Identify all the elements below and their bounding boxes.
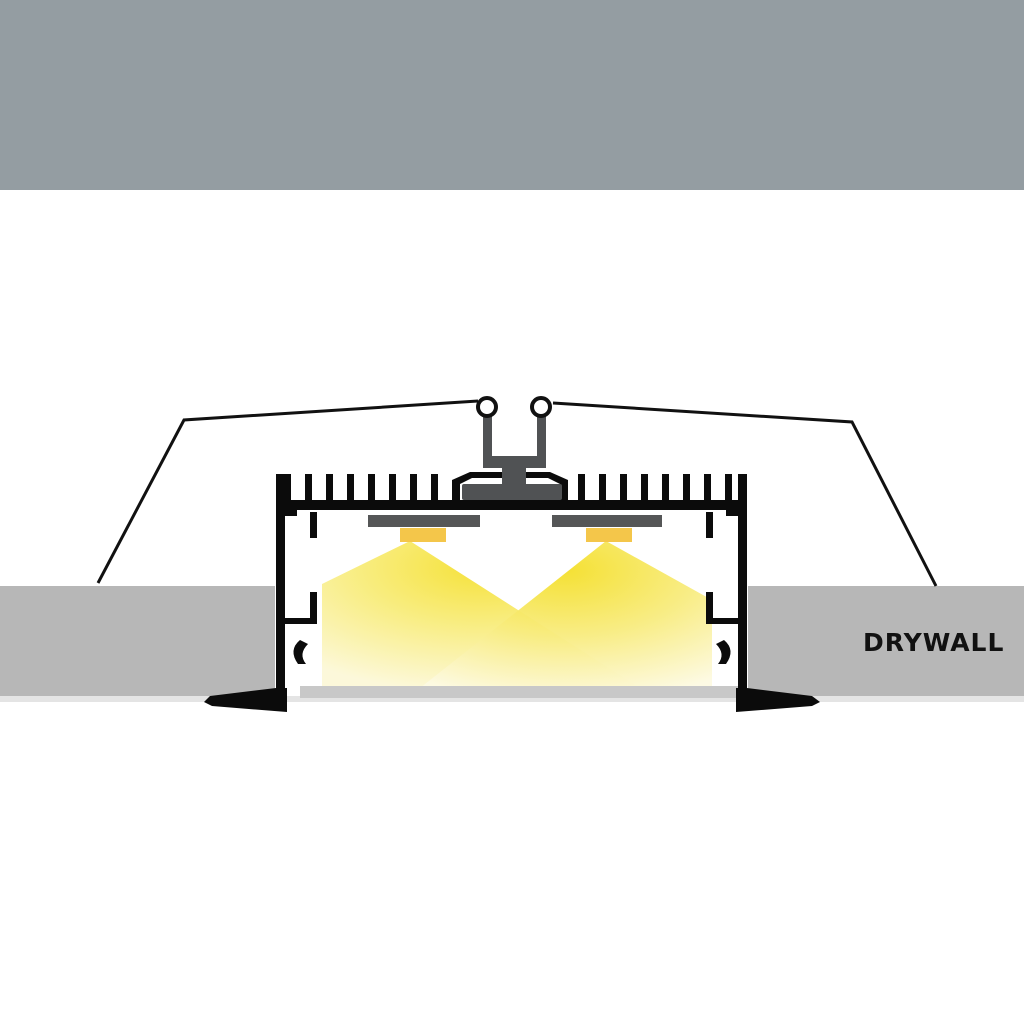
ceiling-band xyxy=(0,0,1024,190)
mount-bracket xyxy=(462,412,562,500)
diffuser-cover xyxy=(300,686,738,698)
led-chip-icon xyxy=(586,528,632,542)
bracket-pivot-right xyxy=(530,396,552,418)
led-strip-left xyxy=(368,515,480,527)
led-strip-right xyxy=(552,515,662,527)
spring-clip-icon xyxy=(552,401,938,587)
aluminium-profile xyxy=(204,472,820,712)
drywall-right xyxy=(748,586,1024,696)
light-beam-right xyxy=(420,541,712,688)
led-chip-icon xyxy=(400,528,446,542)
drywall-label: DRYWALL xyxy=(863,628,1004,657)
spring-clip-icon xyxy=(96,399,479,584)
drywall-left xyxy=(0,586,275,696)
bracket-pivot-left xyxy=(476,396,498,418)
